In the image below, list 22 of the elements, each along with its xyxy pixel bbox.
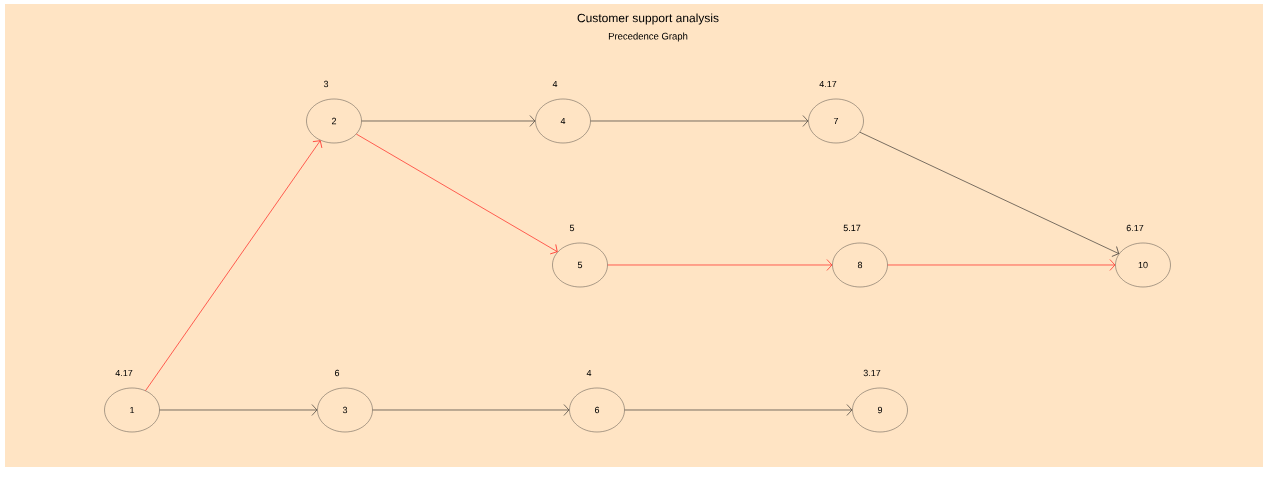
node-value: 4.17	[819, 80, 837, 88]
arrow	[159, 404, 318, 416]
node-value: 3	[323, 80, 329, 88]
arrow	[372, 404, 570, 416]
node-value: 4	[586, 369, 592, 377]
node-value: 6.17	[1126, 224, 1144, 232]
node-value: 4	[552, 80, 558, 88]
arrow	[590, 115, 809, 127]
node-value: 3.17	[863, 369, 881, 377]
arrow	[361, 115, 536, 127]
arrow	[356, 133, 558, 255]
node-value: 4.17	[115, 369, 133, 377]
subtitle: Precedence Graph	[608, 32, 688, 42]
arrow	[887, 259, 1116, 271]
node-value: 6	[334, 369, 340, 377]
arrow	[859, 131, 1120, 257]
node-value: 5.17	[843, 224, 861, 232]
title: Customer support analysis	[577, 13, 719, 25]
arrow	[624, 404, 853, 416]
arrow	[145, 140, 323, 391]
arrow	[607, 259, 833, 271]
node-value: 5	[569, 224, 575, 232]
